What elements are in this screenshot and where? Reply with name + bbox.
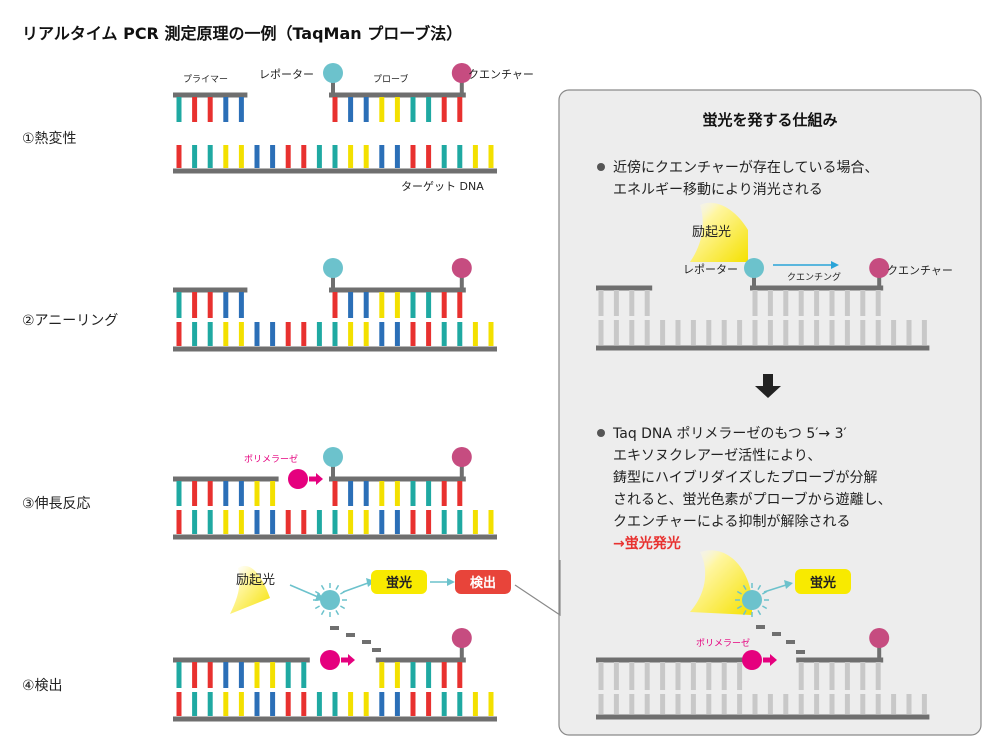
primer-label: プライマー — [183, 74, 228, 85]
panel-reporter-label: レポーター — [683, 263, 738, 276]
excitation-glow — [230, 565, 270, 614]
cleaved-fragment — [330, 626, 339, 630]
released-reporter-ray — [320, 610, 325, 616]
panel-quencher-label: クエンチャー — [887, 264, 953, 277]
polymerase-4-arrow-icon — [348, 654, 355, 666]
step-annealing: ②アニーリング — [22, 258, 497, 352]
reporter-dye — [323, 258, 343, 278]
quenching-label: クエンチング — [787, 271, 841, 283]
cleaved-fragment — [346, 633, 355, 637]
polymerase-4 — [320, 650, 340, 670]
bullet2-line5: クエンチャーによる抑制が解除される — [613, 514, 850, 530]
down-arrow-icon — [755, 374, 781, 398]
bullet2-line1: Taq DNA ポリメラーゼのもつ 5′→ 3′ — [612, 426, 847, 442]
mechanism-panel — [558, 89, 982, 736]
detection-label: 検出 — [470, 575, 496, 591]
panel-quencher-dye — [869, 258, 890, 278]
panel-released-reporter-ray — [742, 584, 747, 590]
reporter-label: レポーター — [259, 68, 314, 81]
panel-released-reporter-ray — [736, 590, 742, 595]
released-reporter-ray — [314, 605, 320, 610]
panel-reporter-dye — [744, 258, 764, 278]
panel-excitation-glow — [690, 202, 748, 262]
panel-polymerase — [742, 650, 762, 670]
reporter-dye — [323, 63, 343, 83]
panel-polymerase-label: ポリメラーゼ — [696, 637, 750, 649]
released-reporter — [320, 590, 340, 610]
emission-arrow — [342, 582, 369, 593]
bullet2-line3: 鋳型にハイブリダイズしたプローブが分解 — [613, 469, 877, 486]
step-detection: ④検出 励起光 蛍光 検出 — [22, 565, 511, 722]
panel-released-reporter — [742, 590, 762, 610]
bullet1-line2: エネルギー移動により消光される — [613, 182, 823, 198]
panel-fluorescence-label: 蛍光 — [810, 575, 836, 591]
released-reporter-ray — [314, 590, 320, 595]
probe-label: プローブ — [373, 73, 408, 85]
panel-released-reporter-ray — [742, 610, 747, 616]
bullet2-line2: エキソヌクレアーゼ活性により、 — [613, 448, 821, 464]
panel-cleaved-fragment — [772, 632, 781, 636]
quencher-dye — [451, 63, 472, 83]
bullet1-line1: 近傍にクエンチャーが存在している場合、 — [613, 159, 878, 176]
target-dna-label: ターゲット DNA — [401, 180, 484, 193]
cleaved-fragment — [372, 648, 381, 652]
step-label-3: ③伸長反応 — [22, 496, 91, 512]
panel-released-reporter-ray — [762, 605, 768, 610]
step-label-2: ②アニーリング — [22, 313, 118, 329]
released-reporter-ray — [335, 584, 340, 590]
bullet-1 — [597, 163, 605, 171]
panel-emission-arrow — [763, 584, 787, 593]
step-extension: ③伸長反応 ポリメラーゼ — [22, 447, 497, 540]
quencher-label: クエンチャー — [468, 68, 534, 81]
panel-released-reporter-ray — [736, 605, 742, 610]
released-reporter-ray — [340, 605, 346, 610]
panel-fluorescence-badge — [795, 569, 851, 594]
panel-cleaved-fragment — [756, 625, 765, 629]
cleaved-fragment — [362, 640, 371, 644]
reporter-dye — [323, 447, 343, 467]
polymerase-label: ポリメラーゼ — [244, 453, 298, 465]
excitation-arrow — [289, 584, 319, 598]
panel-polymerase-arrow-icon — [770, 654, 777, 666]
fluorescence-badge — [371, 570, 427, 594]
released-reporter-ray — [335, 610, 340, 616]
to-detection-arrow-icon — [447, 578, 455, 586]
panel2-excitation-glow — [690, 550, 752, 615]
panel-released-reporter-ray — [757, 584, 762, 590]
result-text: →蛍光発光 — [613, 535, 681, 552]
released-reporter-ray — [320, 584, 325, 590]
detection-badge — [455, 570, 511, 594]
panel2-quencher-dye — [869, 628, 890, 648]
polymerase-3-arrow-shaft — [309, 476, 317, 482]
page-title: リアルタイム PCR 測定原理の一例（TaqMan プローブ法） — [22, 24, 462, 43]
callout-connector — [514, 560, 561, 617]
quencher-dye — [451, 258, 472, 278]
polymerase-4-arrow-shaft — [341, 657, 349, 663]
fluorescence-label: 蛍光 — [386, 575, 412, 591]
bullet-2 — [597, 429, 605, 437]
panel-excitation-label: 励起光 — [692, 225, 731, 240]
bullet2-line4: されると、蛍光色素がプローブから遊離し、 — [613, 491, 892, 508]
step-label-1: ①熱変性 — [22, 130, 77, 147]
step-label-4: ④検出 — [22, 678, 63, 694]
quenching-arrow-icon — [831, 261, 839, 269]
panel-cleaved-fragment — [786, 640, 795, 644]
panel-released-reporter-ray — [757, 610, 762, 616]
quencher-dye-4 — [451, 628, 472, 648]
panel-cleaved-fragment — [796, 650, 805, 654]
polymerase-3-arrow-icon — [316, 473, 323, 485]
panel-title: 蛍光を発する仕組み — [702, 111, 837, 129]
quencher-dye — [451, 447, 472, 467]
polymerase-3 — [288, 469, 308, 489]
excitation-label: 励起光 — [236, 573, 275, 588]
panel-emission-arrow-icon — [784, 580, 793, 589]
panel-polymerase-arrow-shaft — [763, 657, 771, 663]
